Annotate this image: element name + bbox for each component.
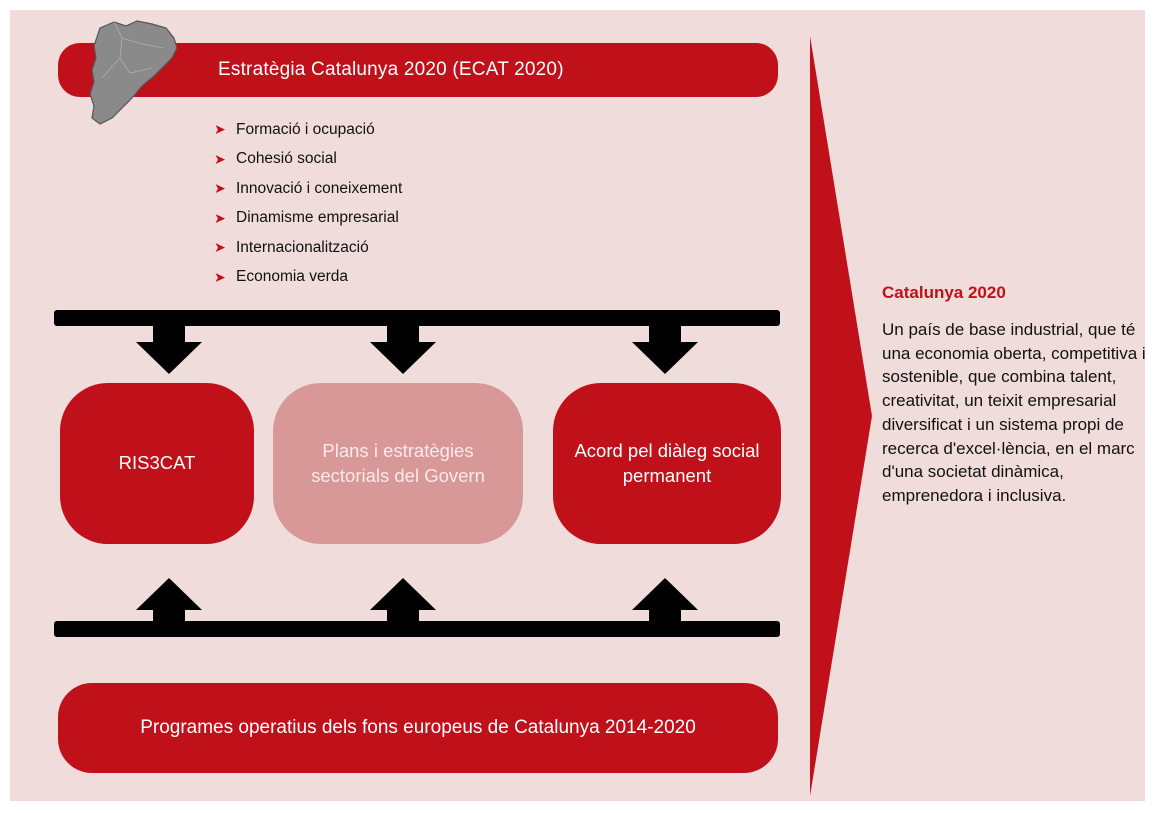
list-item: ➤Innovació i coneixement — [214, 179, 403, 197]
top-connector-bar — [54, 310, 780, 326]
pillar-sectoral-plans: Plans i estratègies sectorials del Gover… — [273, 383, 523, 544]
chevron-right-icon: ➤ — [214, 239, 226, 256]
chevron-right-icon: ➤ — [214, 180, 226, 197]
pillar-social-dialogue: Acord pel diàleg social permanent — [553, 383, 781, 544]
arrow-down-icon — [136, 320, 202, 374]
arrow-up-icon — [136, 578, 202, 632]
chevron-right-icon: ➤ — [214, 209, 226, 226]
list-item: ➤Economia verda — [214, 268, 349, 286]
list-item: ➤Dinamisme empresarial — [214, 209, 399, 227]
arrow-down-icon — [370, 320, 436, 374]
catalonia-map-icon — [89, 20, 178, 125]
arrow-up-icon — [370, 578, 436, 632]
strategy-title: Estratègia Catalunya 2020 (ECAT 2020) — [218, 59, 564, 80]
list-item: ➤Cohesió social — [214, 150, 337, 168]
list-item: ➤Internacionalització — [214, 238, 369, 256]
chevron-right-icon: ➤ — [214, 121, 226, 138]
chevron-right-icon: ➤ — [214, 268, 226, 285]
vision-text: Un país de base industrial, que té una e… — [882, 320, 1146, 505]
strategy-axes-list: ➤Formació i ocupació ➤Cohesió social ➤In… — [214, 115, 402, 292]
vision-title: Catalunya 2020 — [882, 283, 1006, 302]
pillar-ris3cat: RIS3CAT — [60, 383, 254, 544]
strategy-banner: Estratègia Catalunya 2020 (ECAT 2020) — [58, 43, 778, 97]
operational-programmes-box: Programes operatius dels fons europeus d… — [58, 683, 778, 773]
bottom-connector-bar — [54, 621, 780, 637]
arrow-up-icon — [632, 578, 698, 632]
arrow-down-icon — [632, 320, 698, 374]
big-right-arrow-icon — [810, 36, 872, 796]
list-item: ➤Formació i ocupació — [214, 120, 375, 138]
chevron-right-icon: ➤ — [214, 150, 226, 167]
